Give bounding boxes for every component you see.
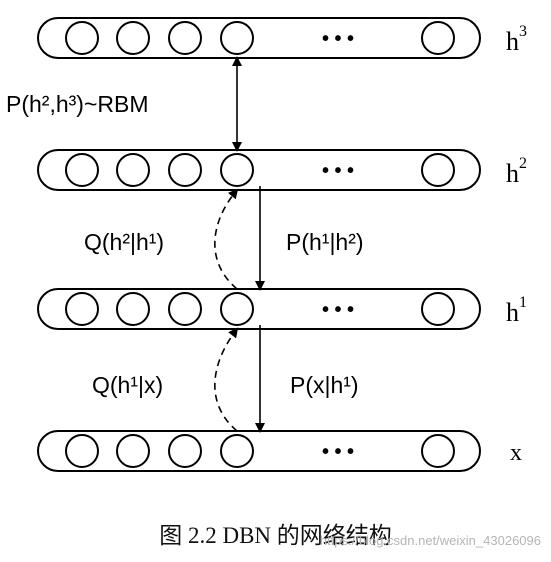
unit-node xyxy=(65,153,99,187)
ellipsis: • • • xyxy=(322,28,354,50)
unit-node xyxy=(65,434,99,468)
layer-h3: • • • xyxy=(37,17,481,59)
ellipsis: • • • xyxy=(322,299,354,321)
unit-node xyxy=(220,434,254,468)
p-x-h1-label: P(x|h¹) xyxy=(290,372,359,398)
layer-h2: • • • xyxy=(37,149,481,191)
layer-label-h1: h1 xyxy=(506,294,527,327)
unit-node xyxy=(65,292,99,326)
q-h2-h1-label: Q(h²|h¹) xyxy=(84,229,164,255)
ellipsis: • • • xyxy=(322,441,354,463)
unit-node xyxy=(168,21,202,55)
unit-node xyxy=(220,21,254,55)
q-h2-h1-arrow xyxy=(214,188,239,290)
ellipsis: • • • xyxy=(322,160,354,182)
unit-node xyxy=(421,21,455,55)
layer-x: • • • xyxy=(37,430,481,472)
rbm-label: P(h²,h³)~RBM xyxy=(6,91,149,117)
layer-h1: • • • xyxy=(37,288,481,330)
unit-node xyxy=(168,434,202,468)
unit-node xyxy=(116,292,150,326)
unit-node xyxy=(116,21,150,55)
unit-node xyxy=(421,153,455,187)
unit-node xyxy=(220,292,254,326)
unit-node xyxy=(116,153,150,187)
layer-label-h2: h2 xyxy=(506,155,527,188)
figure-caption: 图 2.2 DBN 的网络结构 xyxy=(159,523,392,548)
unit-node xyxy=(116,434,150,468)
unit-node xyxy=(220,153,254,187)
unit-node xyxy=(168,292,202,326)
unit-node xyxy=(168,153,202,187)
q-h1-x-label: Q(h¹|x) xyxy=(92,372,163,398)
q-h1-x-arrow xyxy=(214,327,239,432)
p-h1-h2-label: P(h¹|h²) xyxy=(286,229,364,255)
unit-node xyxy=(421,434,455,468)
layer-label-x: x xyxy=(510,440,522,466)
watermark-text: https://blog.csdn.net/weixin_43026096 xyxy=(319,533,541,548)
layer-label-h3: h3 xyxy=(506,23,527,56)
unit-node xyxy=(421,292,455,326)
unit-node xyxy=(65,21,99,55)
